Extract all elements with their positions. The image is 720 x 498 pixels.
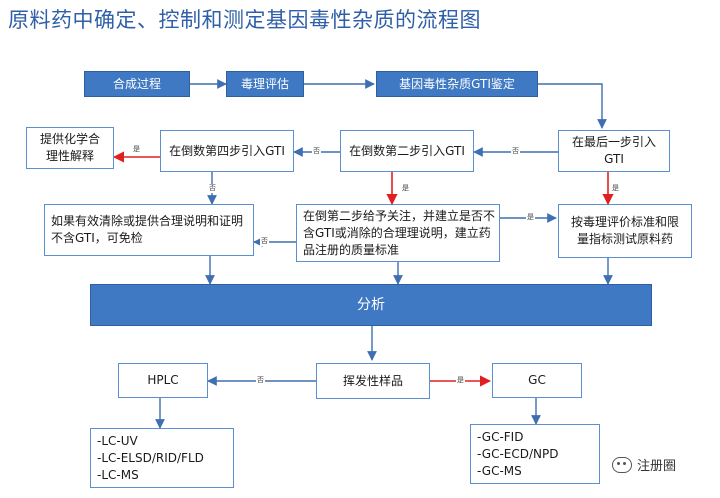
node-gc: GC	[492, 363, 582, 398]
node-fourth-last: 在倒数第四步引入GTI	[160, 130, 294, 172]
label-no: 否	[260, 237, 269, 246]
label-no: 否	[256, 376, 265, 385]
node-analysis: 分析	[90, 284, 652, 326]
node-tox-eval: 毒理评估	[226, 71, 304, 97]
gc-method-item: -GC-FID	[477, 429, 524, 444]
node-last-step: 在最后一步引入GTI	[558, 130, 670, 172]
node-hplc: HPLC	[118, 363, 208, 398]
gc-method-item: -GC-ECD/NPD	[477, 446, 559, 461]
node-effective-clear: 如果有效清除或提供合理说明和证明不含GTI，可免检	[44, 204, 254, 256]
hplc-method-item: -LC-ELSD/RID/FLD	[97, 450, 204, 465]
label-yes: 是	[526, 213, 535, 222]
node-volatile: 挥发性样品	[316, 363, 430, 399]
wechat-icon	[612, 456, 632, 473]
gc-method-item: -GC-MS	[477, 463, 522, 478]
node-synthesis: 合成过程	[84, 71, 190, 97]
watermark: 注册圈	[612, 455, 676, 474]
label-no: 否	[511, 147, 520, 156]
node-gti-identify: 基因毒性杂质GTI鉴定	[376, 71, 538, 97]
hplc-method-item: -LC-UV	[97, 433, 138, 448]
hplc-method-item: -LC-MS	[97, 467, 139, 482]
label-no: 否	[312, 147, 321, 156]
node-second-last: 在倒数第二步引入GTI	[340, 130, 474, 172]
label-yes: 是	[133, 145, 140, 153]
watermark-text: 注册圈	[637, 459, 677, 474]
hplc-method-list: -LC-UV -LC-ELSD/RID/FLD -LC-MS	[90, 428, 234, 488]
page-title: 原料药中确定、控制和测定基因毒性杂质的流程图	[8, 8, 481, 32]
arrow-identify-to-laststep	[538, 83, 607, 129]
label-no: 否	[208, 184, 217, 193]
label-yes: 是	[456, 376, 465, 385]
gc-method-list: -GC-FID -GC-ECD/NPD -GC-MS	[470, 424, 600, 484]
node-chem-explain: 提供化学合理性解释	[26, 127, 114, 169]
node-focus-second: 在倒第二步给予关注，并建立是否不含GTI或消除的合理理说明，建立药品注册的质量标…	[296, 204, 500, 262]
label-yes: 是	[612, 184, 619, 192]
node-tox-standard: 按毒理评价标准和限量指标测试原料药	[558, 204, 692, 258]
label-yes: 是	[402, 184, 409, 192]
